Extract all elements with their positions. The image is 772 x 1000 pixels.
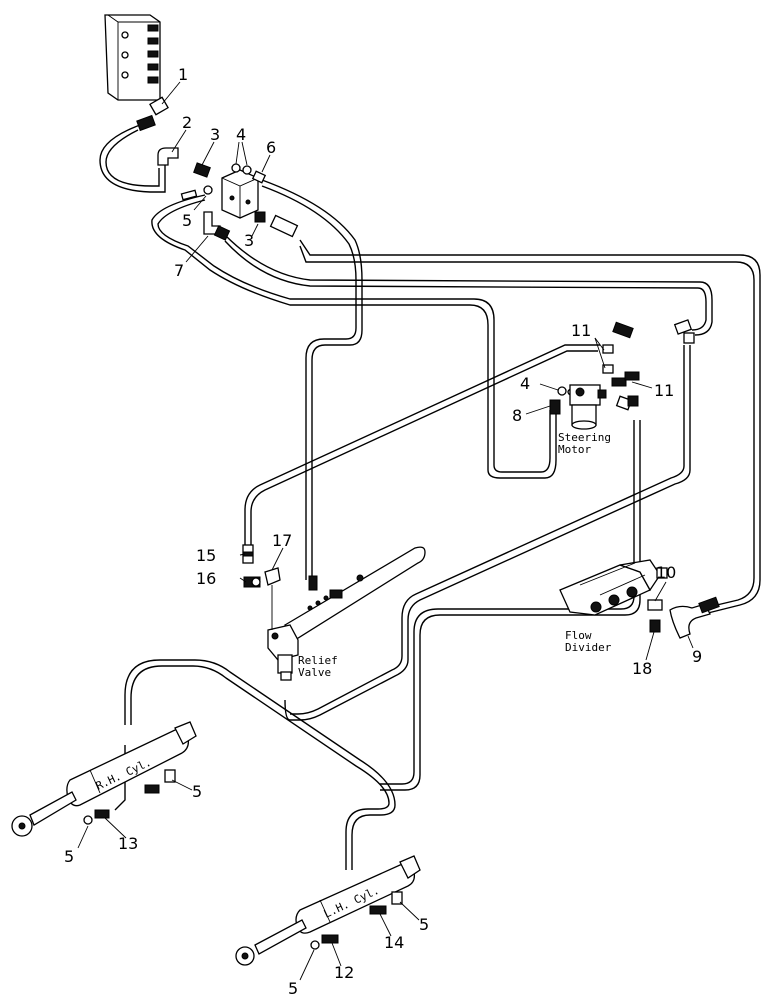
label-divider: Divider — [565, 641, 612, 654]
fitting-7 — [203, 211, 231, 241]
component-labels: Steering Motor Flow Divider Relief Valve… — [94, 431, 612, 921]
callout-8: 8 — [512, 406, 522, 425]
relief-valve — [267, 624, 299, 681]
hose-7-to-11 — [224, 234, 713, 336]
fitting-10 — [647, 599, 663, 611]
steering-motor — [567, 384, 607, 430]
fitting-17 — [264, 567, 281, 630]
hose-11-to-15 — [244, 344, 600, 545]
callout-16: 16 — [196, 569, 216, 588]
hose-rh-to-lh — [124, 659, 396, 870]
callout-14: 14 — [384, 933, 404, 952]
fitting-6 — [251, 170, 267, 184]
fitting-18 — [649, 619, 661, 633]
callout-4-upper: 4 — [236, 125, 246, 144]
label-motor: Motor — [558, 443, 591, 456]
hose-5-loop — [151, 194, 557, 479]
callout-11-lower: 11 — [654, 381, 674, 400]
leader-lines — [77, 81, 694, 981]
callout-5-rh-top: 5 — [192, 782, 202, 801]
callout-9: 9 — [692, 647, 702, 666]
callout-18: 18 — [632, 659, 652, 678]
callout-3-upper: 3 — [210, 125, 220, 144]
flow-divider — [559, 559, 668, 616]
hose-motor-to-lh — [380, 420, 641, 791]
fitting-4-motor — [557, 386, 567, 396]
fitting-5-rh-top — [144, 769, 176, 794]
callout-2: 2 — [182, 113, 192, 132]
lh-cylinder — [235, 855, 421, 966]
fitting-2 — [157, 147, 179, 166]
callouts: 1 2 3 4 6 5 3 7 11 4 11 8 15 17 16 10 18… — [64, 65, 702, 998]
priority-valve — [221, 169, 259, 219]
fitting-12 — [310, 934, 339, 950]
callout-6: 6 — [266, 138, 276, 157]
fitting-8 — [549, 399, 561, 415]
label-relief: Relief — [298, 654, 338, 667]
hose-6-down — [261, 179, 363, 580]
label-steering: Steering — [558, 431, 611, 444]
callout-5-rh-bottom: 5 — [64, 847, 74, 866]
rh-cylinder — [11, 721, 197, 837]
callout-13: 13 — [118, 834, 138, 853]
callout-10: 10 — [656, 563, 676, 582]
fitting-5-valve — [180, 185, 213, 201]
fitting-9 — [669, 596, 720, 639]
callout-5-lh-bottom: 5 — [288, 979, 298, 998]
label-valve: Valve — [298, 666, 331, 679]
hose-3-to-9 — [299, 239, 761, 616]
control-valve — [104, 14, 169, 132]
hose-lines — [99, 124, 761, 870]
callout-11-upper: 11 — [571, 321, 591, 340]
callout-5-lh-top: 5 — [419, 915, 429, 934]
callout-3-lower: 3 — [244, 231, 254, 250]
callout-1: 1 — [178, 65, 188, 84]
fitting-14 — [369, 905, 387, 915]
fitting-16 — [243, 576, 261, 588]
manifold-tube — [284, 546, 426, 641]
control-valve-spools — [121, 24, 159, 84]
hose-1-2 — [99, 124, 166, 193]
fitting-3-lower — [254, 211, 299, 238]
fitting-13 — [83, 809, 110, 825]
callout-5-valve: 5 — [182, 211, 192, 230]
fitting-11-group — [602, 319, 695, 411]
callout-12: 12 — [334, 963, 354, 982]
callout-15: 15 — [196, 546, 216, 565]
fitting-5-lh-top — [391, 891, 403, 905]
callout-17: 17 — [272, 531, 292, 550]
fitting-3-upper — [193, 162, 211, 178]
hose-11-right — [284, 345, 691, 721]
label-flow: Flow — [565, 629, 592, 642]
callout-4-motor: 4 — [520, 374, 530, 393]
callout-7: 7 — [174, 261, 184, 280]
